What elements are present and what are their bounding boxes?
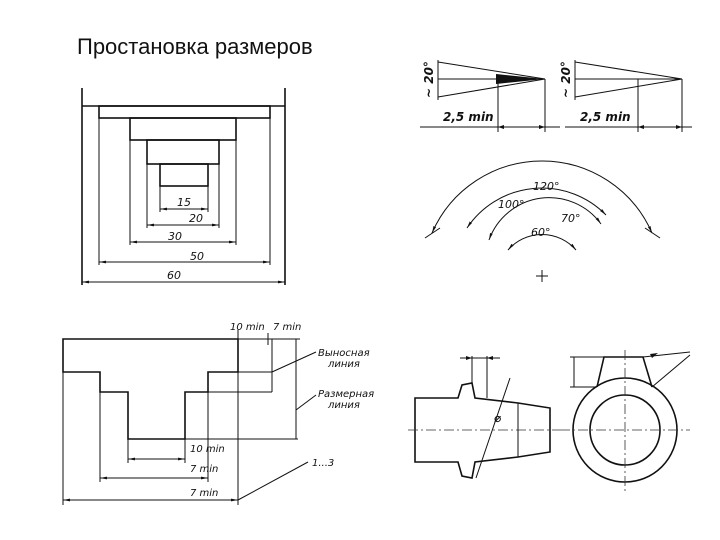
dim-line-word2: линия — [327, 400, 360, 411]
arrow-angle-left: ~ 20° — [422, 61, 436, 98]
stepped-part-figure: 15 20 30 50 60 — [81, 88, 286, 285]
ring-part-figure — [560, 350, 691, 494]
dim-50: 50 — [190, 250, 204, 263]
angle-100: 100° — [498, 198, 525, 211]
angle-70: 70° — [561, 212, 581, 225]
shaft-figure: ⌀ — [408, 356, 560, 479]
label-dimension-line: Размерная линия — [318, 389, 377, 411]
arrow-angle-right: ~ 20° — [559, 61, 573, 98]
angle-120: 120° — [533, 180, 560, 193]
diameter-symbol: ⌀ — [494, 411, 501, 425]
dim-top-10min: 10 min — [230, 322, 265, 333]
dim-top-7min: 7 min — [273, 322, 301, 333]
arrow-detail-right: 2,5 min ~ 20° — [559, 60, 692, 132]
dim-10min: 10 min — [190, 444, 225, 455]
dim-line-word1: Размерная — [318, 389, 374, 400]
dim-7min-b: 7 min — [190, 488, 218, 499]
ext-line-word1: Выносная — [318, 348, 370, 359]
dim-20: 20 — [189, 212, 203, 225]
arrow-length-left: 2,5 min — [443, 110, 494, 124]
angle-60: 60° — [531, 226, 551, 239]
arrow-length-right: 2,5 min — [580, 110, 631, 124]
slide-title: Простановка размеров — [77, 34, 313, 59]
label-extension-line: Выносная линия — [318, 348, 373, 370]
dim-30: 30 — [168, 230, 182, 243]
ext-line-word2: линия — [327, 359, 360, 370]
dim-7min-a: 7 min — [190, 464, 218, 475]
angular-dims-figure: 120° 100° 70° 60° — [424, 160, 661, 282]
arrow-detail-left: 2,5 min ~ 20° — [420, 60, 560, 132]
dim-60: 60 — [167, 269, 181, 282]
profile-figure: 10 min 7 min Выносная линия Размерная ли… — [62, 322, 377, 505]
range-1-3: 1...3 — [312, 458, 334, 469]
dim-15: 15 — [177, 196, 191, 209]
